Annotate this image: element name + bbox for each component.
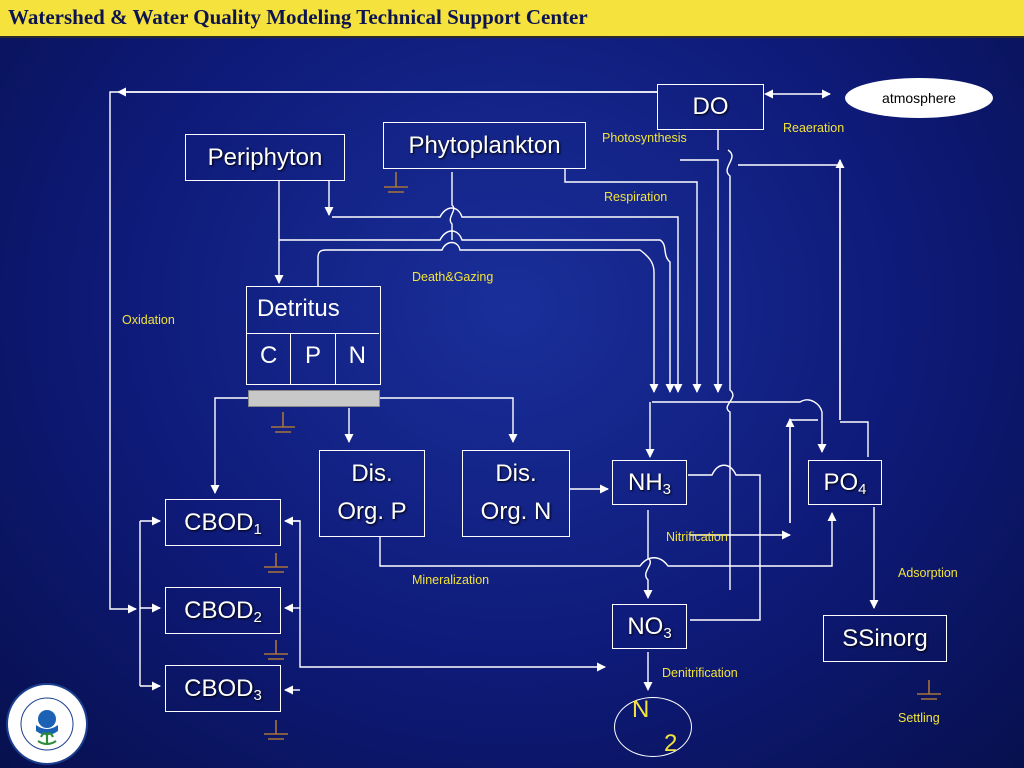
- nh3-right-line: [688, 464, 761, 621]
- periphyton-box: Periphyton: [185, 134, 345, 181]
- cbod1-sub: 1: [253, 521, 262, 538]
- label-respiration: Respiration: [604, 190, 668, 204]
- cbod2-base: CBOD: [184, 597, 254, 624]
- atmosphere-ellipse: atmosphere: [845, 78, 993, 118]
- epa-seal-icon: [20, 697, 74, 751]
- death-line: [279, 230, 675, 393]
- periphyton-label: Periphyton: [207, 144, 323, 171]
- label-oxidation: Oxidation: [122, 313, 175, 327]
- label-denitrification: Denitrification: [662, 666, 738, 680]
- cbod2-sub: 2: [253, 609, 262, 626]
- dis-org-p-line2: Org. P: [337, 498, 407, 525]
- nh3-to-no3: [643, 510, 653, 599]
- cbod2-box: CBOD2: [165, 587, 281, 634]
- detritus-cell-p: P: [290, 334, 334, 384]
- po4-right-up: [840, 421, 869, 457]
- epa-logo: [6, 683, 88, 765]
- detritus-to-disorgn: [380, 397, 518, 443]
- disorgp-to-po4: [379, 512, 837, 567]
- n2-sub: 2: [664, 730, 678, 757]
- do-to-nitrification: [726, 149, 734, 590]
- respiration-line: [332, 207, 683, 393]
- po4-box: PO4: [808, 460, 882, 505]
- cbod3-base: CBOD: [184, 675, 254, 702]
- label-reaeration: Reaeration: [783, 121, 845, 135]
- settling-symbol-detritus: [271, 412, 295, 433]
- phytoplankton-box: Phytoplankton: [383, 122, 586, 169]
- detritus-cells: C P N: [247, 333, 379, 384]
- phyto-photosynthesis: [680, 159, 723, 393]
- detritus-to-cbod1: [210, 397, 248, 494]
- header-banner: Watershed & Water Quality Modeling Techn…: [0, 0, 1024, 38]
- no3-base: NO: [627, 613, 664, 640]
- dis-org-n-line1: Dis.: [495, 460, 537, 487]
- sediment-bar: [248, 390, 380, 407]
- to-po4-top: [652, 399, 827, 453]
- nh3-base: NH: [627, 469, 663, 496]
- do-label: DO: [692, 93, 729, 120]
- ssinorg-box: SSinorg: [823, 615, 947, 662]
- cbod1-base: CBOD: [184, 509, 254, 536]
- header-title: Watershed & Water Quality Modeling Techn…: [8, 5, 588, 29]
- settling-symbol-cbod3: [264, 720, 288, 740]
- atmosphere-label: atmosphere: [882, 90, 956, 106]
- detritus-cell-n: N: [334, 334, 379, 384]
- n2-ellipse: [614, 697, 692, 757]
- dis-org-p-box: Dis. Org. P: [319, 450, 425, 537]
- settling-symbol-ssinorg: [917, 680, 941, 700]
- dis-org-n-line2: Org. N: [480, 498, 552, 525]
- settling-symbol-cbod1: [264, 553, 288, 573]
- cbod3-sub: 3: [253, 687, 262, 704]
- death-to-detritus: [317, 241, 659, 393]
- po4-base: PO: [823, 469, 859, 496]
- n2-base: N: [632, 696, 650, 723]
- phytoplankton-label: Phytoplankton: [408, 132, 561, 159]
- label-death-grazing: Death&Gazing: [412, 270, 494, 284]
- dis-org-n-box: Dis. Org. N: [462, 450, 570, 537]
- dis-org-p-line1: Dis.: [351, 460, 393, 487]
- phyto-respiration: [564, 168, 702, 393]
- no3-box: NO3: [612, 604, 687, 649]
- nh3-sub: 3: [662, 481, 671, 498]
- detritus-cell-c: C: [259, 342, 278, 369]
- po4-sub: 4: [858, 481, 867, 498]
- settling-symbol-cbod2: [264, 640, 288, 660]
- detritus-title: Detritus: [257, 295, 340, 322]
- detritus-box: Detritus C P N: [246, 286, 381, 385]
- label-mineralization: Mineralization: [412, 573, 490, 587]
- phyto-settle-line: [449, 172, 455, 240]
- do-box: DO: [657, 84, 764, 130]
- label-adsorption: Adsorption: [898, 566, 958, 580]
- ssinorg-label: SSinorg: [842, 625, 928, 652]
- cbod3-box: CBOD3: [165, 665, 281, 712]
- settling-symbol-phyto: [384, 172, 408, 193]
- nh3-box: NH3: [612, 460, 687, 505]
- label-nitrification: Nitrification: [666, 530, 728, 544]
- cbod1-box: CBOD1: [165, 499, 281, 546]
- po4-to-phyto: [738, 164, 841, 420]
- no3-sub: 3: [663, 625, 672, 642]
- label-photosynthesis: Photosynthesis: [602, 131, 687, 145]
- label-settling: Settling: [898, 711, 940, 725]
- cbod-to-denit: [290, 520, 606, 672]
